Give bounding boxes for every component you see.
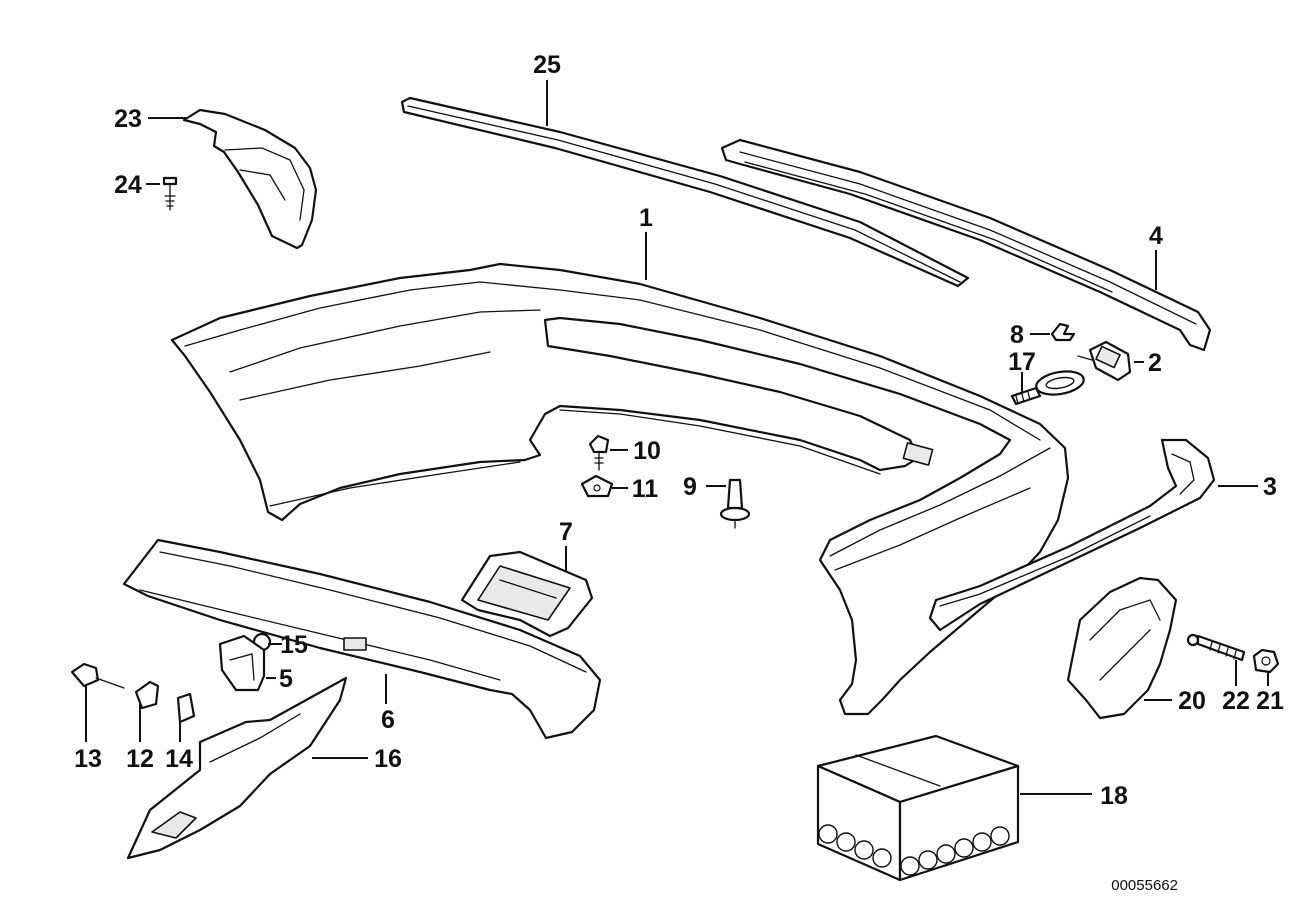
part-13-screw (70, 662, 125, 689)
callout-1: 1 (639, 204, 653, 232)
callout-labels: 25 1 4 23 24 8 2 17 3 10 11 9 7 15 5 6 1… (74, 51, 1284, 810)
part-23-left-bracket (182, 108, 318, 250)
callout-5: 5 (279, 665, 293, 693)
callout-2: 2 (1148, 349, 1162, 377)
callout-8: 8 (1010, 321, 1024, 349)
part-6-lower-strip (122, 538, 602, 740)
callout-17: 17 (1008, 348, 1036, 376)
part-3-side-strip (928, 438, 1216, 632)
part-22-bolt (1186, 633, 1246, 662)
callout-23: 23 (114, 105, 142, 133)
part-16-lower-panel (126, 676, 348, 860)
callout-21: 21 (1256, 687, 1284, 715)
part-9-rivet (719, 478, 751, 529)
part-20-right-bracket (1066, 576, 1178, 720)
callout-9: 9 (683, 473, 697, 501)
callout-11: 11 (632, 475, 659, 503)
callout-14: 14 (165, 745, 193, 773)
leader-lines (85, 80, 1269, 795)
part-4-cover-strip (720, 138, 1212, 352)
callout-16: 16 (374, 745, 402, 773)
diagram-reference-number: 00055662 (1111, 877, 1178, 894)
part-10-screw (588, 434, 610, 471)
part-17-tow-eye (1010, 370, 1085, 406)
part-24-screw (162, 176, 178, 211)
part-25-trim-strip (400, 96, 970, 288)
callout-4: 4 (1149, 222, 1163, 250)
part-5-bracket (218, 634, 266, 692)
callout-20: 20 (1178, 687, 1206, 715)
callout-18: 18 (1100, 782, 1128, 810)
callout-24: 24 (114, 171, 142, 199)
callout-12: 12 (126, 745, 154, 773)
part-2-tow-hook-cover (1077, 340, 1132, 382)
callout-15: 15 (280, 631, 308, 659)
part-8-clip (1050, 322, 1076, 342)
part-7-grille (460, 550, 594, 638)
callout-13: 13 (74, 745, 102, 773)
callout-10: 10 (633, 437, 661, 465)
part-18-box (816, 734, 1020, 882)
part-14-clip (176, 692, 196, 724)
callout-25: 25 (533, 51, 561, 79)
callout-3: 3 (1263, 473, 1277, 501)
callout-7: 7 (559, 518, 573, 546)
part-11-nut-clip (580, 474, 614, 498)
part-1-bumper-panel (170, 262, 1070, 716)
part-21-nut (1252, 648, 1280, 674)
callout-6: 6 (381, 706, 395, 734)
callout-22: 22 (1222, 687, 1250, 715)
